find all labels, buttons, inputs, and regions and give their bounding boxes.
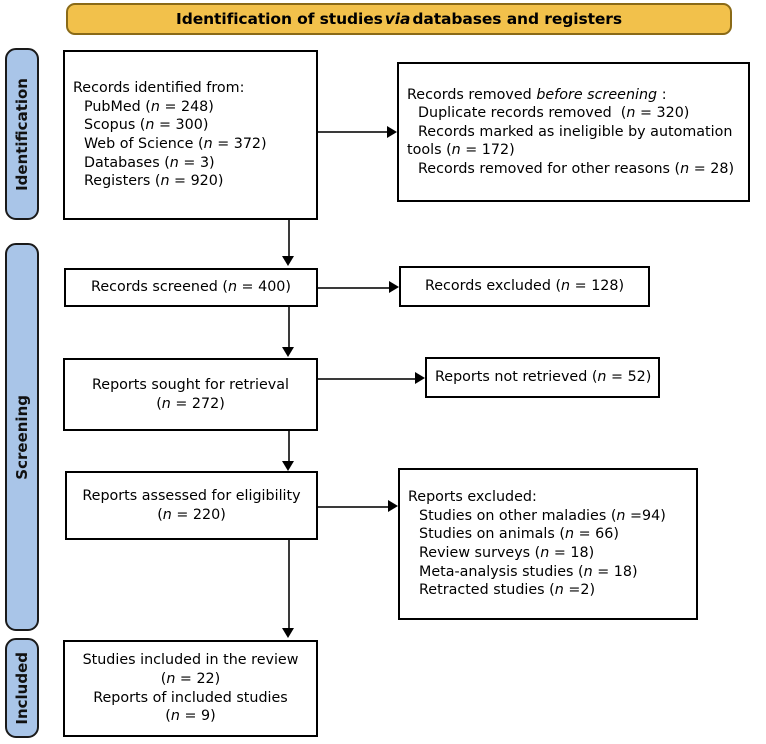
connector-assessed-to-reports-excluded <box>318 506 388 508</box>
box-reports-excluded: Reports excluded: Studies on other malad… <box>398 468 698 620</box>
banner-text-after: databases and registers <box>412 10 622 28</box>
arrowhead-sought-to-not-retrieved <box>415 372 425 384</box>
records-removed-item-duplicates: Duplicate records removed (n = 320) <box>418 105 690 122</box>
records-removed-title: Records removed before screening : <box>407 86 667 103</box>
stage-label-screening: Screening <box>13 394 31 480</box>
connector-screened-to-sought <box>288 307 290 349</box>
reports-assessed-line2: (n = 220) <box>157 506 226 523</box>
box-records-excluded: Records excluded (n = 128) <box>399 266 650 307</box>
connector-screened-to-excluded <box>318 287 389 289</box>
reports-not-retrieved-text: Reports not retrieved (n = 52) <box>435 369 652 386</box>
included-line1: Studies included in the review <box>82 652 299 669</box>
box-records-screened: Records screened (n = 400) <box>64 268 318 307</box>
arrowhead-assessed-to-reports-excluded <box>388 500 398 512</box>
connector-identified-to-screened <box>288 220 290 258</box>
reports-excluded-title: Reports excluded: <box>408 489 537 506</box>
arrowhead-identified-to-removed <box>387 126 397 138</box>
connector-sought-to-assessed <box>288 431 290 463</box>
stage-label-identification: Identification <box>13 77 31 191</box>
reports-excluded-item-animals: Studies on animals (n = 66) <box>419 526 619 543</box>
box-records-removed-before-screening: Records removed before screening : Dupli… <box>397 62 750 202</box>
stage-label-included: Included <box>13 651 31 725</box>
included-line4: (n = 9) <box>165 708 216 725</box>
records-identified-item-scopus: Scopus (n = 300) <box>84 117 209 134</box>
box-records-identified: Records identified from: PubMed (n = 248… <box>63 50 318 220</box>
box-reports-sought-for-retrieval: Reports sought for retrieval (n = 272) <box>63 358 318 431</box>
reports-excluded-item-retracted: Retracted studies (n =2) <box>419 582 596 599</box>
connector-sought-to-not-retrieved <box>318 378 415 380</box>
banner-text-before: Identification of studies <box>176 10 383 28</box>
box-reports-not-retrieved: Reports not retrieved (n = 52) <box>425 357 660 398</box>
banner-text-italic: via <box>384 10 411 28</box>
records-identified-title: Records identified from: <box>73 80 245 97</box>
records-identified-item-databases: Databases (n = 3) <box>84 154 215 171</box>
included-line3: Reports of included studies <box>93 689 288 706</box>
records-identified-item-pubmed: PubMed (n = 248) <box>84 98 214 115</box>
diagram-header-banner: Identification of studies via databases … <box>66 3 732 35</box>
arrowhead-sought-to-assessed <box>282 461 294 471</box>
records-removed-item-other-reasons: Records removed for other reasons (n = 2… <box>418 160 735 177</box>
stage-bar-screening: Screening <box>5 243 39 631</box>
records-removed-item-automation: Records marked as ineligible by automati… <box>407 123 733 159</box>
records-excluded-text: Records excluded (n = 128) <box>424 278 625 295</box>
box-reports-assessed-for-eligibility: Reports assessed for eligibility (n = 22… <box>65 471 318 540</box>
arrowhead-screened-to-excluded <box>389 281 399 293</box>
reports-sought-line1: Reports sought for retrieval <box>92 376 289 393</box>
arrowhead-identified-to-screened <box>282 256 294 266</box>
arrowhead-screened-to-sought <box>282 347 294 357</box>
reports-assessed-line1: Reports assessed for eligibility <box>82 487 301 504</box>
connector-assessed-to-included <box>288 540 290 630</box>
included-line2: (n = 22) <box>160 670 221 687</box>
reports-excluded-item-review-surveys: Review surveys (n = 18) <box>419 545 595 561</box>
reports-excluded-item-other-maladies: Studies on other maladies (n =94) <box>419 507 666 524</box>
records-identified-item-web-of-science: Web of Science (n = 372) <box>84 136 267 152</box>
stage-bar-identification: Identification <box>5 48 39 220</box>
records-screened-text: Records screened (n = 400) <box>91 279 291 296</box>
stage-bar-included: Included <box>5 638 39 738</box>
reports-sought-line2: (n = 272) <box>156 395 225 412</box>
reports-excluded-item-meta-analysis: Meta-analysis studies (n = 18) <box>419 563 638 580</box>
arrowhead-assessed-to-included <box>282 628 294 638</box>
connector-identified-to-removed <box>318 131 387 133</box>
records-identified-item-registers: Registers (n = 920) <box>84 173 224 190</box>
box-studies-included: Studies included in the review (n = 22) … <box>63 640 318 737</box>
